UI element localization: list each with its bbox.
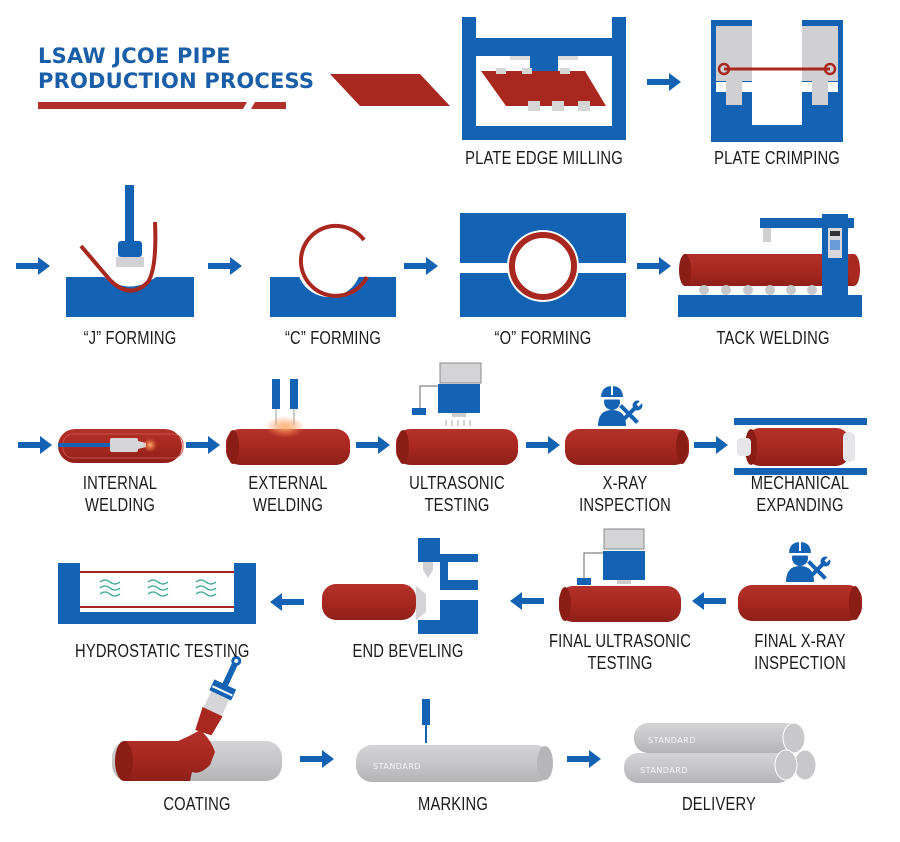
title-line-1: LSAW JCOE PIPE [38,44,231,68]
ultrasonic-testing-icon [396,362,518,465]
label-line-1: ULTRASONIC [409,473,505,493]
end-beveling-machine-icon [322,538,478,634]
label-hydrostatic-testing: HYDROSTATIC TESTING [75,641,250,661]
coating-pipe-icon [112,655,282,781]
label-line-1: FINAL X-RAY [754,631,846,651]
label-external-welding: EXTERNAL WELDING [206,472,370,516]
label-o-forming: “O” FORMING [494,328,592,348]
label-line-1: EXTERNAL [248,473,328,493]
j-forming-press-icon [66,185,194,317]
arrow-left-icon [692,592,726,610]
label-c-forming: “C” FORMING [284,328,382,348]
delivery-stamp-text-bottom: STANDARD [640,766,688,775]
label-final-ultrasonic-testing: FINAL ULTRASONIC TESTING [538,630,702,674]
marking-pipe-icon: STANDARD [356,699,553,782]
label-line-1: X-RAY [602,473,648,493]
arrow-right-icon [300,750,334,768]
label-j-forming: “J” FORMING [83,328,177,348]
label-mechanical-expanding: MECHANICAL EXPANDING [718,472,882,516]
label-marking: MARKING [417,794,489,814]
title-line-2: PRODUCTION PROCESS [38,69,315,93]
arrow-right-icon [567,750,601,768]
arrow-right-icon [694,436,728,454]
raw-plate-icon [330,74,450,106]
final-x-ray-inspection-icon [738,542,862,621]
mechanical-expander-icon [734,418,867,475]
hydrostatic-tester-icon [58,563,256,624]
arrow-left-icon [510,592,544,610]
label-line-2: WELDING [84,495,156,515]
label-plate-crimping: PLATE CRIMPING [714,148,840,168]
arrow-right-icon [208,257,242,275]
c-forming-press-icon [270,223,396,317]
plate-edge-milling-machine-icon [462,17,626,140]
plate-crimping-press-icon [711,20,843,142]
label-ultrasonic-testing: ULTRASONIC TESTING [375,472,539,516]
label-coating: COATING [163,794,231,814]
label-line-2: TESTING [424,495,490,515]
final-ultrasonic-testing-icon [559,528,681,622]
external-welding-pipe-icon [226,379,350,465]
label-line-2: WELDING [252,495,324,515]
label-line-2: INSPECTION [754,653,846,673]
label-tack-welding: TACK WELDING [716,328,830,348]
o-forming-press-icon [460,213,626,317]
label-delivery: DELIVERY [681,794,757,814]
label-internal-welding: INTERNAL WELDING [38,472,202,516]
tack-welding-machine-icon [678,214,862,317]
marking-stamp-text: STANDARD [373,762,421,771]
arrow-right-icon [186,436,220,454]
arrow-right-icon [16,257,50,275]
x-ray-inspection-icon [565,386,689,465]
delivery-stamp-text-top: STANDARD [648,736,696,745]
arrow-right-icon [647,73,681,91]
label-plate-edge-milling: PLATE EDGE MILLING [465,148,623,168]
label-line-1: MECHANICAL [750,473,850,493]
arrow-right-icon [637,257,671,275]
label-line-2: EXPANDING [756,495,844,515]
arrow-left-icon [270,593,304,611]
arrow-right-icon [356,436,390,454]
arrow-right-icon [404,257,438,275]
label-line-1: FINAL ULTRASONIC [548,631,692,651]
label-line-2: TESTING [587,653,653,673]
diagram-title: LSAW JCOE PIPE PRODUCTION PROCESS [38,44,314,94]
arrow-right-icon [18,436,52,454]
arrow-right-icon [526,436,560,454]
label-line-2: INSPECTION [579,495,671,515]
label-x-ray-inspection: X-RAY INSPECTION [543,472,707,516]
internal-welding-pipe-icon [58,429,184,463]
delivery-pipe-stack-icon: STANDARD STANDARD [624,722,817,783]
label-line-1: INTERNAL [82,473,158,493]
label-final-x-ray-inspection: FINAL X-RAY INSPECTION [718,630,882,674]
label-end-beveling: END BEVELING [352,641,464,661]
title-underline [38,101,286,110]
